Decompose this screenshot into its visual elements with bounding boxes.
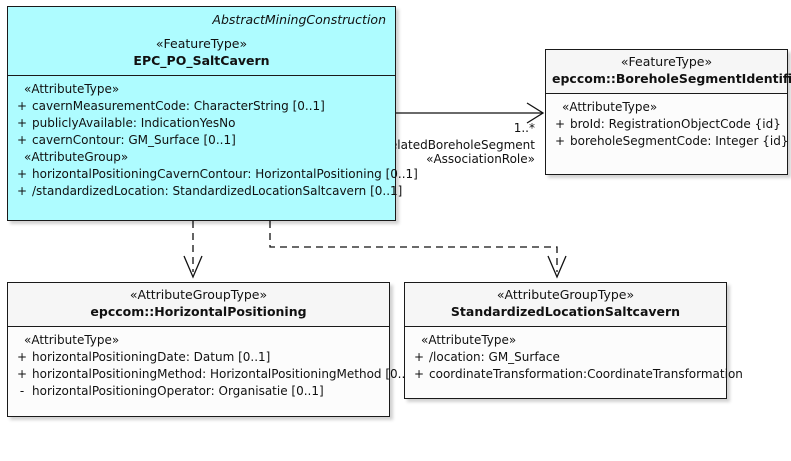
visibility-marker: + xyxy=(554,134,566,148)
attribute-text: /location: GM_Surface xyxy=(429,350,560,364)
attributes-compartment: «AttributeType» + horizontalPositioningD… xyxy=(8,327,418,406)
class-header-epc-po-saltcavern: «FeatureType» EPC_PO_SaltCavern xyxy=(8,32,395,76)
class-stereotype: «AttributeGroupType» xyxy=(129,287,268,302)
attribute-text: horizontalPositioningDate: Datum [0..1] xyxy=(32,350,271,364)
attribute-text: boreholeSegmentCode: Integer {id} xyxy=(570,134,789,148)
attribute-row: + horizontalPositioningMethod: Horizonta… xyxy=(12,366,418,383)
attribute-text: coordinateTransformation:CoordinateTrans… xyxy=(429,367,743,381)
class-header-horizontal-positioning: «AttributeGroupType» epccom::HorizontalP… xyxy=(8,283,389,327)
attributes-compartment: «AttributeType» + /location: GM_Surface … xyxy=(405,327,743,389)
attribute-group-label: «AttributeType» xyxy=(421,333,517,347)
attribute-row: + cavernMeasurementCode: CharacterString… xyxy=(12,98,391,115)
association-stereotype: «AssociationRole» xyxy=(426,152,535,166)
visibility-marker: + xyxy=(16,367,28,381)
attribute-row: + coordinateTransformation:CoordinateTra… xyxy=(409,366,743,383)
visibility-marker: + xyxy=(16,99,28,113)
visibility-marker: + xyxy=(16,167,28,181)
attribute-text: cavernContour: GM_Surface [0..1] xyxy=(32,133,236,147)
association-arrowhead-icon xyxy=(526,102,545,124)
class-box-standardized-location-saltcavern[interactable]: «AttributeGroupType» StandardizedLocatio… xyxy=(404,282,743,399)
attribute-text: publiclyAvailable: IndicationYesNo xyxy=(32,116,236,130)
attribute-row: - horizontalPositioningOperator: Organis… xyxy=(12,383,385,400)
attribute-row: + boreholeSegmentCode: Integer {id} xyxy=(550,133,789,150)
attributes-compartment: «AttributeType» + cavernMeasurementCode:… xyxy=(8,76,418,206)
class-box-epc-po-saltcavern[interactable]: AbstractMiningConstruction «FeatureType»… xyxy=(7,6,418,221)
dependency-arrowhead-icon xyxy=(183,255,203,279)
attribute-row: + cavernContour: GM_Surface [0..1] xyxy=(12,132,391,149)
class-name: epccom::BoreholeSegmentIdentification xyxy=(552,71,791,86)
association-role-name: +relatedBoreholeSegment xyxy=(375,138,535,152)
association-multiplicity: 1..* xyxy=(513,121,535,135)
visibility-marker: + xyxy=(16,116,28,130)
class-name: EPC_PO_SaltCavern xyxy=(133,53,270,68)
class-header-standardized-location-saltcavern: «AttributeGroupType» StandardizedLocatio… xyxy=(405,283,726,327)
attributes-compartment: «AttributeType» + broId: RegistrationObj… xyxy=(546,94,789,156)
visibility-marker: + xyxy=(16,184,28,198)
class-stereotype: «FeatureType» xyxy=(155,36,248,51)
dependency-line xyxy=(269,221,558,272)
attribute-group-label: «AttributeType» xyxy=(24,82,120,96)
visibility-marker: + xyxy=(554,117,566,131)
visibility-marker: + xyxy=(413,350,425,364)
class-name: epccom::HorizontalPositioning xyxy=(90,304,307,319)
visibility-marker: - xyxy=(19,384,25,398)
visibility-marker: + xyxy=(16,350,28,364)
visibility-marker: + xyxy=(16,133,28,147)
dependency-arrowhead-icon xyxy=(547,255,567,279)
class-name: StandardizedLocationSaltcavern xyxy=(450,304,681,319)
attribute-text: broId: RegistrationObjectCode {id} xyxy=(570,117,781,131)
attribute-text: /standardizedLocation: StandardizedLocat… xyxy=(32,184,403,198)
class-stereotype: «FeatureType» xyxy=(620,54,713,69)
attribute-row: + horizontalPositioningDate: Datum [0..1… xyxy=(12,349,385,366)
attribute-text: cavernMeasurementCode: CharacterString [… xyxy=(32,99,325,113)
visibility-marker: + xyxy=(413,367,425,381)
association-related-borehole-segment[interactable] xyxy=(396,102,545,124)
attribute-row: + publiclyAvailable: IndicationYesNo xyxy=(12,115,391,132)
attribute-row: + horizontalPositioningCavernContour: Ho… xyxy=(12,166,418,183)
attribute-row: + /location: GM_Surface xyxy=(409,349,722,366)
attribute-row: + /standardizedLocation: StandardizedLoc… xyxy=(12,183,402,200)
attribute-row: + broId: RegistrationObjectCode {id} xyxy=(550,116,783,133)
package-title-abstractminingconstruction: AbstractMiningConstruction xyxy=(8,7,395,32)
class-header-borehole-segment-identification: «FeatureType» epccom::BoreholeSegmentIde… xyxy=(546,50,791,94)
attribute-group-label: «AttributeType» xyxy=(24,333,120,347)
class-box-borehole-segment-identification[interactable]: «FeatureType» epccom::BoreholeSegmentIde… xyxy=(545,49,791,175)
dependency-standardized-location[interactable] xyxy=(269,221,567,279)
dependency-horizontal-positioning[interactable] xyxy=(183,221,203,279)
class-stereotype: «AttributeGroupType» xyxy=(496,287,635,302)
attribute-text: horizontalPositioningCavernContour: Hori… xyxy=(32,167,418,181)
attribute-text: horizontalPositioningOperator: Organisat… xyxy=(32,384,324,398)
attribute-group-label: «AttributeType» xyxy=(562,100,658,114)
class-box-horizontal-positioning[interactable]: «AttributeGroupType» epccom::HorizontalP… xyxy=(7,282,418,417)
attribute-text: horizontalPositioningMethod: HorizontalP… xyxy=(32,367,418,381)
attribute-group-label: «AttributeGroup» xyxy=(24,150,129,164)
